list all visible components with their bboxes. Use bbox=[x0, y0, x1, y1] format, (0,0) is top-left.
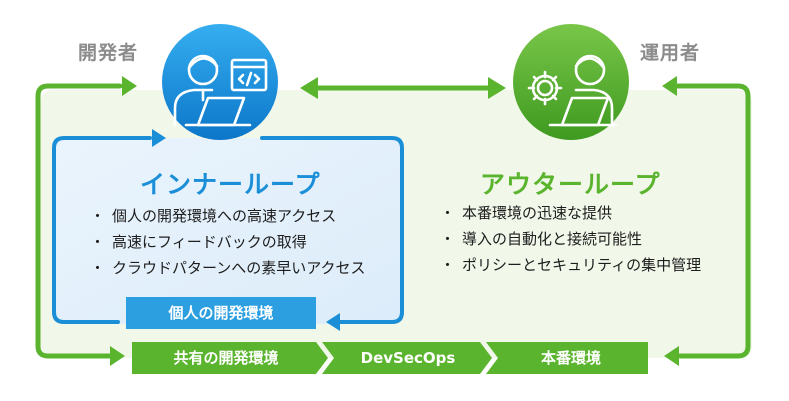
inner-loop-arrowhead-left bbox=[152, 129, 166, 147]
inner-loop-item: ・高速にフィードバックの取得 bbox=[90, 233, 307, 251]
environment-label-box bbox=[126, 297, 316, 329]
handoff-arrowhead-left bbox=[300, 77, 318, 99]
operator-with-gear-icon bbox=[513, 24, 629, 140]
environment-label: 個人の開発環境 bbox=[168, 304, 274, 322]
inner-loop-line-right bbox=[260, 136, 404, 324]
outer-loop-title: アウターループ bbox=[480, 170, 661, 199]
outer-loop-item: ・導入の自動化と接続可能性 bbox=[440, 230, 643, 248]
pipeline-stage-2-shape bbox=[322, 342, 492, 374]
pipeline-stage-1-shape bbox=[132, 342, 328, 374]
developer-role-label: 開発者 bbox=[78, 42, 139, 64]
inner-loop-item: ・クラウドパターンへの素早いアクセス bbox=[90, 259, 366, 277]
inner-loop-title: インナーループ bbox=[140, 170, 321, 199]
outer-loop-arrowhead-right bbox=[110, 346, 125, 366]
outer-loop-arrowhead-bottom-right bbox=[664, 346, 679, 366]
inner-loop-panel bbox=[56, 138, 400, 324]
pipeline-stage-devsecops: DevSecOps bbox=[360, 349, 456, 367]
operator-role-label: 運用者 bbox=[640, 42, 701, 64]
outer-loop-arrowhead-top-left bbox=[122, 76, 137, 96]
inner-loop-line bbox=[52, 136, 152, 324]
pipeline-stage-production: 本番環境 bbox=[540, 349, 601, 367]
outer-loop-item: ・本番環境の迅速な提供 bbox=[440, 204, 613, 222]
inner-loop-list: ・個人の開発環境への高速アクセス ・高速にフィードバックの取得 ・クラウドパター… bbox=[90, 203, 366, 281]
inner-loop-arrowhead-right bbox=[326, 313, 340, 331]
pipeline-stage-3-shape bbox=[486, 342, 648, 374]
pipeline-stage-shared-dev: 共有の開発環境 bbox=[173, 349, 279, 367]
handoff-arrowhead-right bbox=[488, 77, 506, 99]
outer-loop-arrowhead-top-right bbox=[662, 76, 677, 96]
inner-loop-item: ・個人の開発環境への高速アクセス bbox=[90, 207, 337, 225]
outer-loop-line bbox=[35, 83, 123, 359]
outer-loop-item: ・ポリシーとセキュリティの集中管理 bbox=[440, 256, 702, 274]
outer-loop-line-right bbox=[672, 83, 751, 359]
developer-with-code-icon bbox=[162, 24, 278, 140]
outer-loop-list: ・本番環境の迅速な提供 ・導入の自動化と接続可能性 ・ポリシーとセキュリティの集… bbox=[440, 200, 701, 278]
